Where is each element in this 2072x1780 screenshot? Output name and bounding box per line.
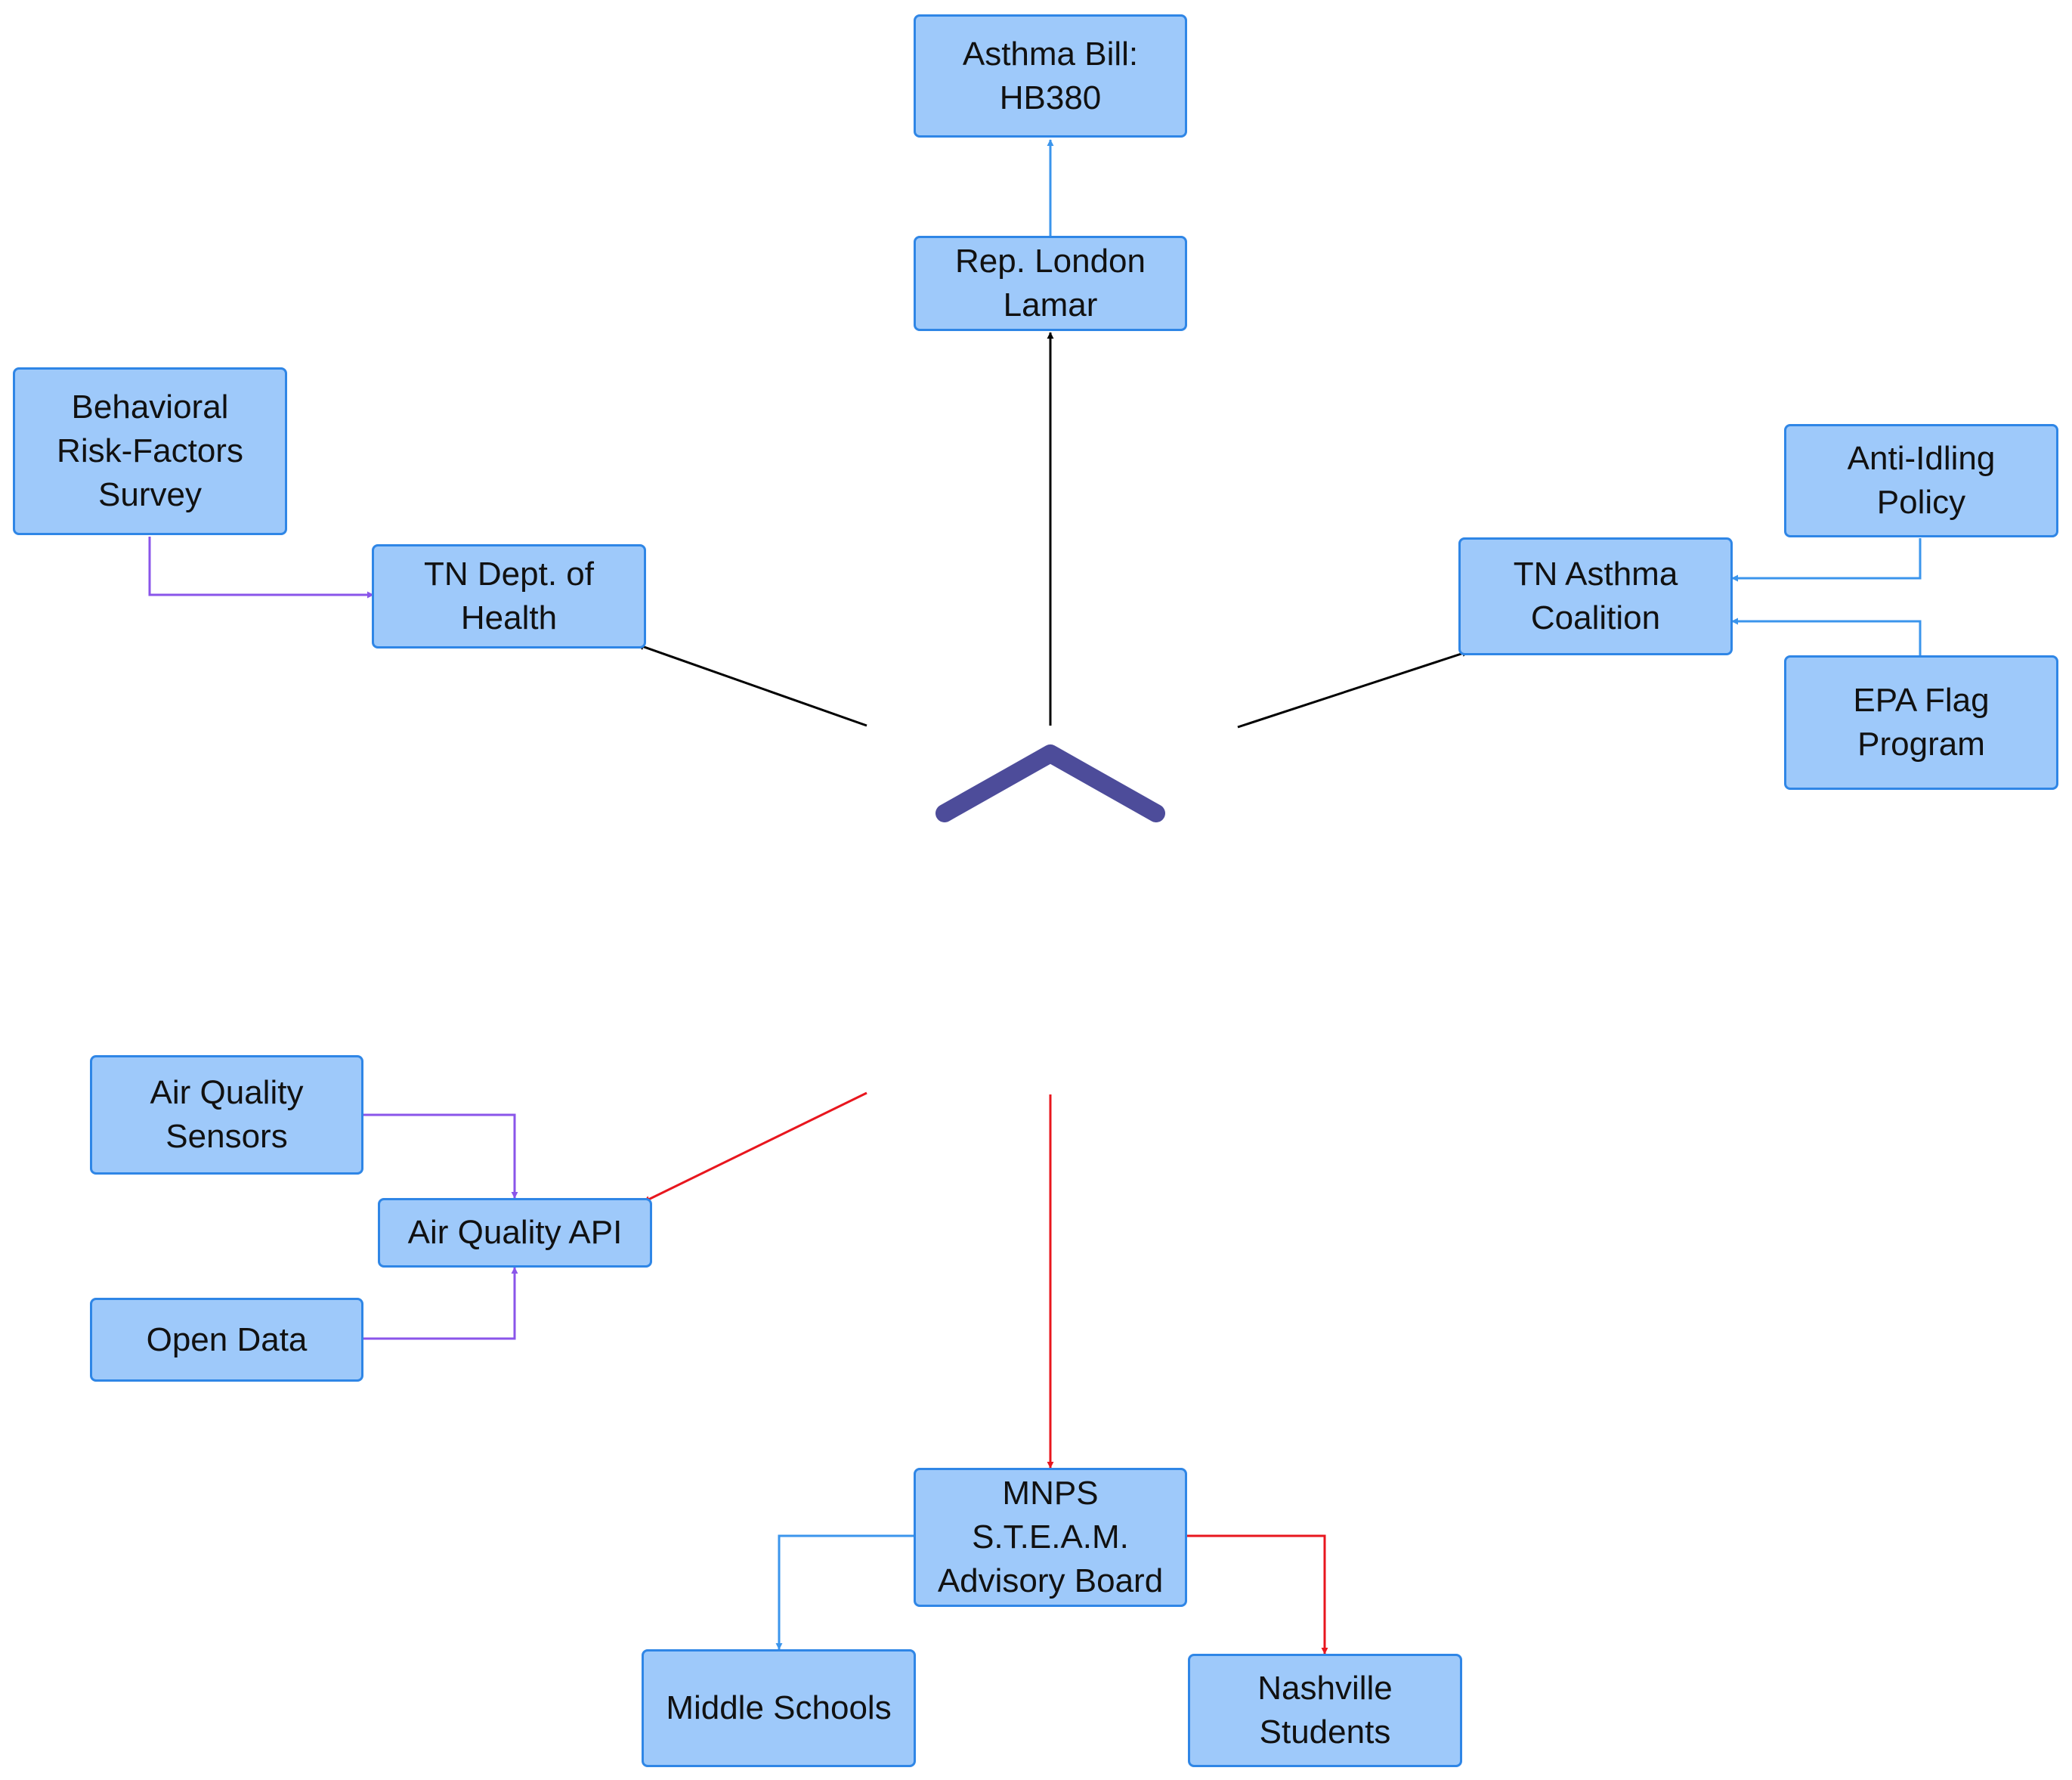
node-mnps-steam-label: MNPS S.T.E.A.M. Advisory Board xyxy=(937,1475,1164,1599)
edge-mnps-to-nashville-students xyxy=(1187,1534,1328,1655)
node-air-quality-sensors[interactable]: Air Quality Sensors xyxy=(90,1055,363,1175)
node-open-data[interactable]: Open Data xyxy=(90,1298,363,1382)
edge-epa-flag-to-coalition xyxy=(1731,618,1922,656)
edge-sensors-to-api xyxy=(363,1113,518,1199)
node-anti-idling-policy-label: Anti-Idling Policy xyxy=(1847,440,1996,521)
edge-center-to-air-quality-api xyxy=(643,1091,867,1203)
node-tn-dept-health-label: TN Dept. of Health xyxy=(424,556,594,636)
edge-open-data-to-api xyxy=(363,1267,518,1340)
edge-survey-to-tn-dept-health xyxy=(148,537,374,599)
node-behavioral-survey-label: Behavioral Risk-Factors Survey xyxy=(57,389,243,513)
edge-center-to-tn-asthma-coalition xyxy=(1237,650,1469,729)
node-tn-asthma-coalition[interactable]: TN Asthma Coalition xyxy=(1458,537,1733,655)
node-nashville-students-label: Nashville Students xyxy=(1257,1670,1393,1751)
node-nashville-students[interactable]: Nashville Students xyxy=(1188,1654,1462,1767)
node-rep-london-lamar[interactable]: Rep. London Lamar xyxy=(914,236,1187,331)
node-open-data-label: Open Data xyxy=(146,1320,308,1358)
node-mnps-steam-advisory-board[interactable]: MNPS S.T.E.A.M. Advisory Board xyxy=(914,1468,1187,1607)
edge-center-to-tn-dept-health xyxy=(637,643,867,727)
node-tn-asthma-coalition-label: TN Asthma Coalition xyxy=(1513,556,1678,636)
node-epa-flag-program[interactable]: EPA Flag Program xyxy=(1784,655,2058,790)
node-air-quality-api-label: Air Quality API xyxy=(407,1214,623,1251)
node-air-quality-api[interactable]: Air Quality API xyxy=(378,1198,652,1268)
edge-mnps-to-middle-schools xyxy=(775,1534,914,1650)
columns-pillar-logo-icon xyxy=(935,745,1165,1069)
node-rep-london-lamar-label: Rep. London Lamar xyxy=(955,243,1146,323)
node-anti-idling-policy[interactable]: Anti-Idling Policy xyxy=(1784,424,2058,537)
node-middle-schools-label: Middle Schools xyxy=(666,1689,892,1726)
node-asthma-bill-label: Asthma Bill: HB380 xyxy=(962,35,1139,116)
node-tn-dept-health[interactable]: TN Dept. of Health xyxy=(372,544,646,649)
node-asthma-bill[interactable]: Asthma Bill: HB380 xyxy=(914,14,1187,138)
node-epa-flag-program-label: EPA Flag Program xyxy=(1853,682,1990,763)
node-middle-schools[interactable]: Middle Schools xyxy=(642,1649,916,1767)
edge-anti-idling-to-coalition xyxy=(1731,538,1922,582)
node-behavioral-survey[interactable]: Behavioral Risk-Factors Survey xyxy=(13,367,287,535)
node-air-quality-sensors-label: Air Quality Sensors xyxy=(150,1074,304,1155)
